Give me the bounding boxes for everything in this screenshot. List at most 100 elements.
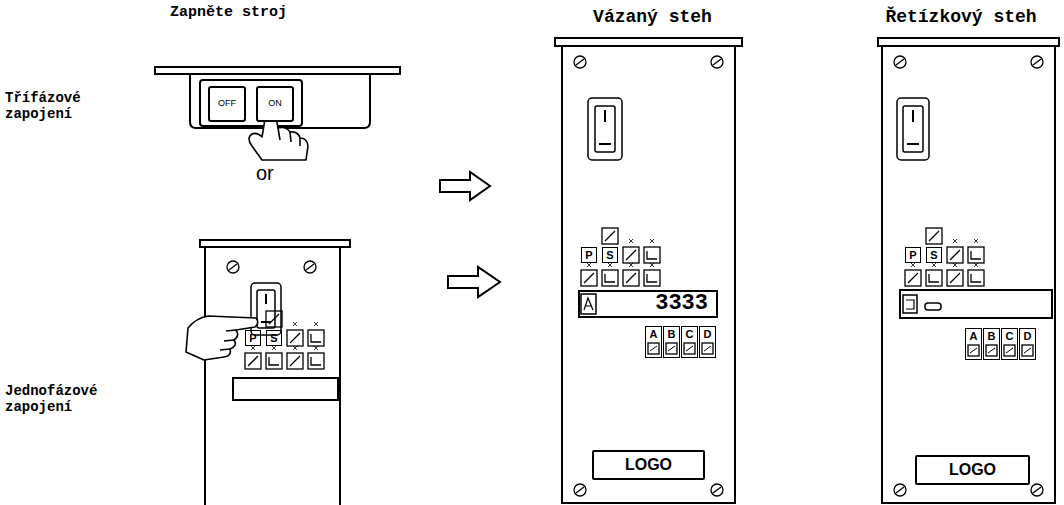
connection-label: Třífázové zapojení <box>5 90 90 122</box>
block-arrow <box>448 267 500 297</box>
rocker-switch <box>588 98 622 160</box>
screw <box>1033 59 1041 65</box>
rocker-switch <box>907 110 919 144</box>
block-arrow <box>440 172 500 297</box>
screw <box>894 56 906 68</box>
key-icon <box>581 270 597 286</box>
switch-plate <box>155 67 400 128</box>
key-icon <box>584 273 594 283</box>
button-label: OFF <box>218 99 236 109</box>
screw <box>1033 487 1041 493</box>
heading: Zapněte stroj <box>170 4 287 21</box>
key-icon <box>686 346 693 351</box>
key-icon <box>287 353 303 369</box>
key-icon <box>702 343 713 354</box>
key-icon <box>970 348 977 353</box>
key-icon <box>986 345 997 356</box>
key-icon <box>245 228 1033 369</box>
block-arrow <box>440 172 490 200</box>
key-icon <box>269 357 279 365</box>
key-icon <box>248 356 258 366</box>
key-icon <box>926 270 942 286</box>
screw <box>1031 56 1043 68</box>
key-icon <box>587 263 591 267</box>
screw <box>711 56 723 68</box>
or-label: or <box>256 162 296 185</box>
key-icon <box>666 343 677 354</box>
key-icon <box>290 356 300 366</box>
key-icon <box>644 247 660 263</box>
key-icon <box>266 311 282 327</box>
key-button: D <box>699 326 716 358</box>
key-icon <box>1024 348 1031 353</box>
key-button: C <box>1001 328 1018 360</box>
screw <box>713 59 721 65</box>
key-icon <box>644 270 660 286</box>
key-icon <box>293 346 297 350</box>
rocker-switch <box>599 110 611 144</box>
logo-box: LOGO <box>592 450 705 480</box>
key-button: P <box>245 330 261 346</box>
button-label: LOGO <box>625 456 672 474</box>
key-icon <box>947 270 963 286</box>
key-button: B <box>663 326 680 358</box>
panel-heading: Řetízkový steh <box>862 4 1060 28</box>
screw <box>713 487 721 493</box>
key-button: D <box>1019 328 1036 360</box>
hand <box>278 128 300 146</box>
control-panel <box>584 298 593 310</box>
screw <box>576 59 584 65</box>
rocker-switch <box>251 98 929 335</box>
screw <box>229 264 237 270</box>
button-label: S <box>606 249 613 261</box>
key-icon <box>929 231 939 241</box>
off-button: OFF <box>208 86 246 122</box>
key-icon <box>650 239 654 243</box>
control-panel <box>205 247 340 505</box>
screw <box>227 56 1043 496</box>
screw <box>896 59 904 65</box>
control-panel <box>925 303 941 310</box>
key-icon <box>647 251 657 259</box>
button-label: A <box>650 327 658 342</box>
button-label: LOGO <box>949 461 996 479</box>
rocker-switch <box>897 98 929 160</box>
key-icon <box>623 270 639 286</box>
key-icon <box>932 263 936 267</box>
key-icon <box>908 273 918 283</box>
button-label: P <box>909 249 916 261</box>
screw <box>894 484 906 496</box>
key-button: B <box>983 328 1000 360</box>
key-icon <box>314 322 318 326</box>
rocker-switch <box>903 106 923 152</box>
key-icon <box>626 250 636 260</box>
key-button: P <box>581 247 597 263</box>
key-icon <box>929 274 939 282</box>
key-icon <box>623 247 639 263</box>
control-panel <box>906 300 914 309</box>
key-icon <box>629 263 633 267</box>
key-icon <box>1004 345 1015 356</box>
key-icon <box>648 343 659 354</box>
key-icon <box>650 263 654 267</box>
key-icon <box>950 250 960 260</box>
button-label: A <box>970 329 978 344</box>
button-label: S <box>270 332 277 344</box>
control-panel <box>878 38 1059 46</box>
button-label: B <box>988 329 996 344</box>
screw <box>227 261 239 273</box>
screw <box>574 56 586 68</box>
key-icon <box>968 345 979 356</box>
button-label: C <box>686 327 694 342</box>
key-button: A <box>965 328 982 360</box>
key-icon <box>629 239 633 243</box>
control-panel: Vázaný stehPS3333ABCDLOGO <box>555 4 750 504</box>
switch-plate <box>190 74 370 128</box>
control-panel <box>581 294 596 314</box>
key-icon <box>290 333 300 343</box>
control-panel <box>233 378 338 400</box>
button-label: D <box>704 327 712 342</box>
button-label: ON <box>268 99 282 109</box>
control-panel <box>562 46 735 503</box>
